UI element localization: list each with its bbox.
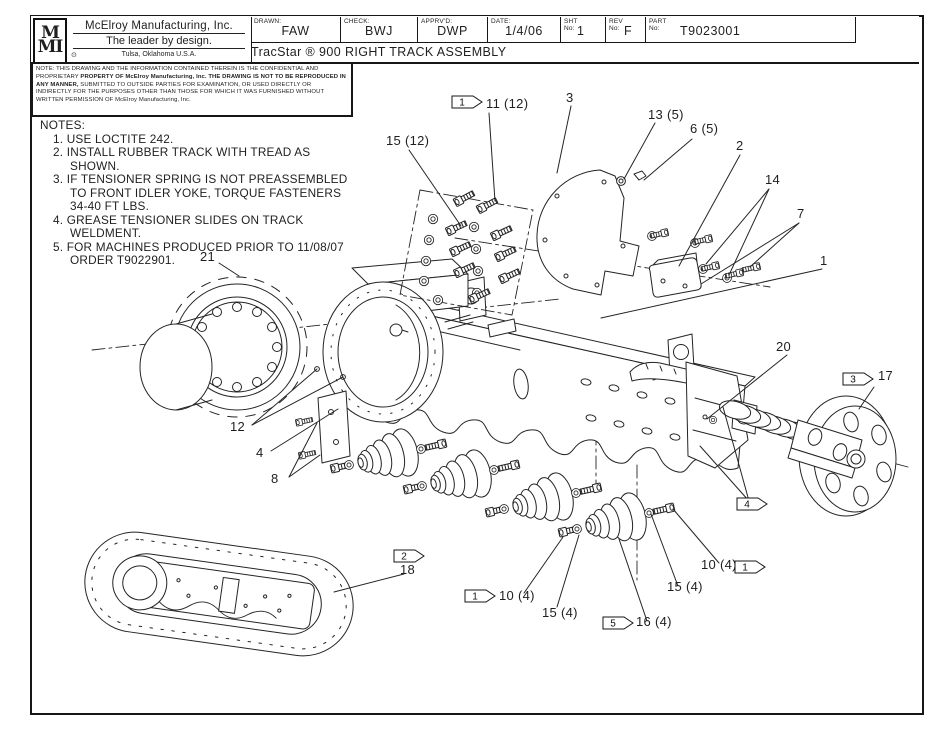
mmi-logo-icon: M MI xyxy=(33,18,67,64)
bracket-plate xyxy=(294,366,351,464)
field-approved: APPRV'D: DWP xyxy=(418,17,488,42)
callout-2: 2 xyxy=(736,138,744,153)
company-cell: McElroy Manufacturing, Inc. The leader b… xyxy=(67,17,252,62)
flag-2-track: 2 xyxy=(393,549,425,563)
callout-6-5: 6 (5) xyxy=(690,121,719,136)
callout-17: 17 xyxy=(878,368,894,383)
callout-16-4: 16 (4) xyxy=(636,614,672,629)
callout-1: 1 xyxy=(820,253,828,268)
logo-top: M xyxy=(41,23,60,44)
note-item-4: 4. GREASE TENSIONER SLIDES ON TRACK WELD… xyxy=(53,212,304,240)
notes-heading: NOTES: xyxy=(40,118,86,132)
fastener-cluster xyxy=(399,188,534,316)
callout-14: 14 xyxy=(765,172,781,187)
callout-20: 20 xyxy=(776,339,792,354)
sprocket-hub xyxy=(139,323,213,411)
flag-4-tensioner: 4 xyxy=(736,497,768,511)
registered-mark-icon: ⊙ xyxy=(71,52,77,59)
note-seg3: SUBMITTED TO OUTSIDE PARTIES FOR EXAMINA… xyxy=(36,81,325,104)
idler-yoke xyxy=(787,419,863,479)
flag-3-idler: 3 xyxy=(842,372,874,386)
frame-top-plate xyxy=(487,318,517,338)
confidentiality-note: NOTE: THIS DRAWING AND THE INFORMATION C… xyxy=(31,62,353,117)
field-rev-no: REV No: F xyxy=(606,17,646,42)
slide-pad xyxy=(648,252,702,298)
flag-5-rollers: 5 xyxy=(602,616,634,630)
assembly-drawing xyxy=(84,105,909,657)
frame-holes xyxy=(580,378,681,441)
callout-18: 18 xyxy=(400,562,416,577)
callout-11-12: 11 (12) xyxy=(486,96,529,111)
note-item-1: 1. USE LOCTITE 242. xyxy=(53,131,174,146)
tensioner-assembly xyxy=(629,361,820,469)
callout-12: 12 xyxy=(230,419,246,434)
flag-1-bottom-left: 1 xyxy=(464,589,496,603)
svg-text:3: 3 xyxy=(850,375,856,386)
callout-13-5: 13 (5) xyxy=(648,107,684,122)
field-check: CHECK: BWJ xyxy=(341,17,418,42)
svg-text:1: 1 xyxy=(742,563,748,574)
field-drawn: DRAWN: FAW xyxy=(251,17,341,42)
svg-text:5: 5 xyxy=(610,619,616,630)
callout-7: 7 xyxy=(797,206,805,221)
note-item-3: 3. IF TENSIONER SPRING IS NOT PREASSEMBL… xyxy=(53,172,348,213)
note-item-5: 5. FOR MACHINES PRODUCED PRIOR TO 11/08/… xyxy=(53,239,344,267)
callout-15-4-right: 15 (4) xyxy=(667,579,703,594)
divider xyxy=(73,48,245,49)
callout-21: 21 xyxy=(200,249,216,264)
drawing-title: TracStar ® 900 RIGHT TRACK ASSEMBLY xyxy=(251,45,507,59)
cover-plate xyxy=(536,169,640,296)
svg-text:1: 1 xyxy=(472,592,478,603)
rubber-track xyxy=(84,531,354,657)
callout-4: 4 xyxy=(256,445,264,460)
small-fasteners xyxy=(616,170,762,283)
company-name: McElroy Manufacturing, Inc. xyxy=(85,20,233,32)
flag-1-bottom-right: 1 xyxy=(734,560,766,574)
company-tagline: The leader by design. xyxy=(106,35,212,47)
drive-housing xyxy=(322,258,469,423)
title-block-fields: DRAWN: FAW CHECK: BWJ APPRV'D: DWP DATE:… xyxy=(251,17,856,43)
drive-sprocket xyxy=(139,276,308,418)
callout-8: 8 xyxy=(271,471,279,486)
svg-text:4: 4 xyxy=(744,500,750,511)
title-block xyxy=(31,16,919,64)
note-seg1: NOTE: THIS DRAWING AND THE INFORMATION C… xyxy=(36,66,319,80)
callout-15-4-left: 15 (4) xyxy=(542,605,578,620)
flag-1-top: 1 xyxy=(451,95,483,109)
note-item-2: 2. INSTALL RUBBER TRACK WITH TREAD AS SH… xyxy=(53,145,311,173)
field-part-no: PART No: T9023001 xyxy=(646,17,856,42)
leader-lines xyxy=(218,105,875,622)
field-date: DATE: 1/4/06 xyxy=(488,17,561,42)
svg-text:2: 2 xyxy=(401,552,407,563)
field-sheet-no: SHT No: 1 xyxy=(561,17,606,42)
callout-3: 3 xyxy=(566,90,574,105)
logo-bottom: MI xyxy=(37,37,64,57)
company-location: ⊙ Tulsa, Oklahoma U.S.A. xyxy=(71,51,197,59)
callout-10-4-left: 10 (4) xyxy=(499,588,535,603)
callout-10-4-right: 10 (4) xyxy=(701,557,737,572)
callout-15-12: 15 (12) xyxy=(386,133,430,148)
note-seg2: PROPERTY OF McElroy Manufacturing, Inc. … xyxy=(36,73,346,88)
front-idler-wheel xyxy=(787,395,897,517)
notes-list: NOTES: 1. USE LOCTITE 242. 2. INSTALL RU… xyxy=(40,118,362,268)
svg-text:1: 1 xyxy=(459,98,465,109)
divider xyxy=(73,33,245,34)
